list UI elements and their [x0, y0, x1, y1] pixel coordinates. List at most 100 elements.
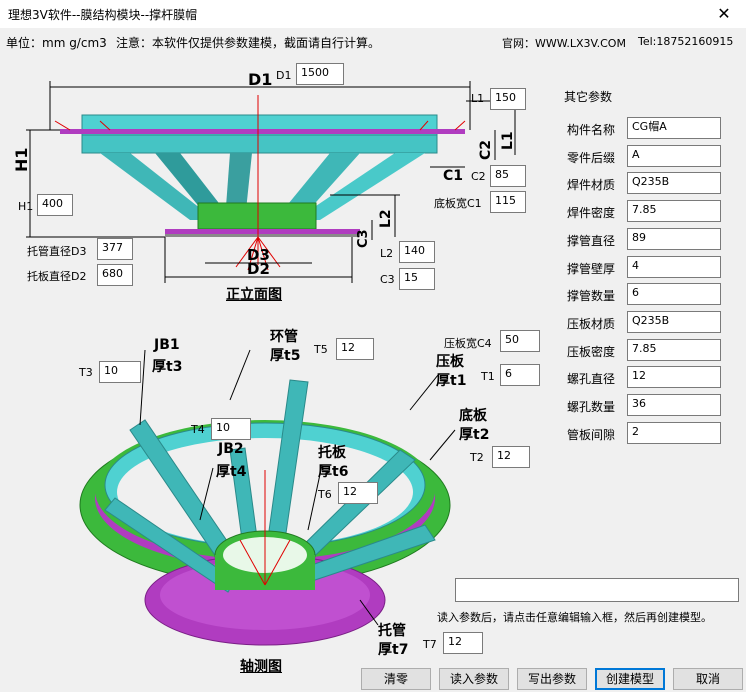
other-param-input[interactable]: 7.85 — [627, 338, 721, 361]
status-hint: 读入参数后，请点击任意编辑输入框，然后再创建模型。 — [437, 611, 712, 624]
param-c4-label: 压板宽C4 — [444, 337, 492, 350]
param-t7-input[interactable]: 12 — [443, 632, 483, 654]
other-param-label: 撑管数量 — [567, 289, 616, 304]
param-l2-input[interactable]: 140 — [399, 241, 435, 263]
param-t2-input[interactable]: 12 — [492, 446, 530, 468]
close-button[interactable]: ✕ — [717, 4, 731, 23]
param-t3-input[interactable]: 10 — [99, 361, 141, 383]
read-params-button[interactable]: 读入参数 — [439, 668, 509, 690]
status-input[interactable] — [455, 578, 739, 602]
callout-press-plate: 压板 — [436, 354, 464, 370]
param-t5-input[interactable]: 12 — [336, 338, 374, 360]
callout-jb2-thickness: 厚t4 — [216, 464, 247, 480]
callout-support-thickness: 厚t6 — [318, 464, 349, 480]
callout-base-thickness: 厚t2 — [459, 427, 490, 443]
param-c2-input[interactable]: 85 — [490, 165, 526, 187]
param-l1-input[interactable]: 150 — [490, 88, 526, 110]
other-param-input[interactable]: 6 — [627, 283, 721, 306]
callout-ring-thickness: 厚t5 — [270, 348, 301, 364]
dim-h1-label: H1 — [12, 147, 31, 172]
callout-tube: 托管 — [378, 623, 406, 639]
other-param-input[interactable]: 36 — [627, 394, 721, 416]
param-l1-label: L1 — [471, 92, 485, 105]
other-param-label: 焊件密度 — [567, 206, 616, 221]
front-view-caption: 正立面图 — [226, 287, 282, 303]
other-param-label: 螺孔数量 — [567, 400, 616, 414]
callout-jb1: JB1 — [154, 337, 180, 353]
param-d1-input[interactable]: 1500 — [296, 63, 344, 85]
callout-jb2: JB2 — [218, 441, 244, 457]
notice-label: 注意：本软件仅提供参数建模，截面请自行计算。 — [116, 36, 381, 50]
other-param-label: 零件后缀 — [567, 150, 616, 165]
other-params-group: 其它参数 — [554, 88, 740, 446]
param-l2-label: L2 — [380, 247, 394, 260]
other-param-label: 压板密度 — [567, 344, 616, 359]
other-param-label: 管板间隙 — [567, 427, 616, 442]
clear-button[interactable]: 清零 — [361, 668, 431, 690]
other-param-input[interactable]: 7.85 — [627, 200, 721, 223]
other-param-input[interactable]: 89 — [627, 227, 721, 250]
other-param-label: 构件名称 — [567, 123, 616, 137]
param-d2-label: 托板直径D2 — [27, 270, 87, 283]
param-t6-label: T6 — [318, 488, 332, 501]
other-param-label: 焊件材质 — [567, 178, 616, 193]
website-label: 官网：WWW.LX3V.COM — [502, 37, 626, 50]
param-c3-label: C3 — [380, 273, 395, 286]
param-d2-input[interactable]: 680 — [97, 264, 133, 286]
other-param-input[interactable]: Q235B — [627, 172, 721, 195]
callout-base-plate: 底板 — [459, 408, 487, 424]
param-c4-input[interactable]: 50 — [500, 330, 540, 352]
param-t1-input[interactable]: 6 — [500, 364, 540, 386]
other-param-input[interactable]: Q235B — [627, 310, 721, 333]
param-t1-label: T1 — [481, 370, 495, 383]
other-param-label: 撑管直径 — [567, 233, 616, 248]
param-d3-input[interactable]: 377 — [97, 238, 133, 260]
dim-l1-label: L1 — [500, 131, 516, 150]
param-h1-label: H1 — [18, 200, 34, 213]
write-params-button[interactable]: 写出参数 — [517, 668, 587, 690]
param-t4-input[interactable]: 10 — [211, 418, 251, 440]
other-param-input[interactable]: 4 — [627, 255, 721, 278]
other-param-label: 螺孔直径 — [567, 372, 616, 387]
dim-l2-label: L2 — [378, 209, 394, 228]
param-t7-label: T7 — [423, 638, 437, 651]
param-c2-label: C2 — [471, 170, 486, 183]
cancel-button[interactable]: 取消 — [673, 668, 743, 690]
param-c1-input[interactable]: 115 — [490, 191, 526, 213]
units-label: 单位：mm g/cm3 — [6, 36, 107, 50]
param-t3-label: T3 — [79, 366, 93, 379]
param-d1-label: D1 — [276, 69, 292, 82]
create-model-button[interactable]: 创建模型 — [595, 668, 665, 690]
title-bar: 理想3V软件--膜结构模块--撑杆膜帽 ✕ — [0, 0, 746, 28]
axo-view-drawing — [79, 349, 456, 646]
dim-d1-label: D1 — [248, 70, 273, 89]
dim-c3-label: C3 — [356, 229, 371, 248]
callout-ring: 环管 — [270, 329, 298, 345]
param-t6-input[interactable]: 12 — [338, 482, 378, 504]
other-param-label: 压板材质 — [567, 316, 616, 331]
callout-jb1-thickness: 厚t3 — [152, 359, 183, 375]
param-c1-label: 底板宽C1 — [434, 197, 482, 210]
dim-c1-label: C1 — [443, 168, 464, 184]
other-param-input[interactable]: 2 — [627, 421, 721, 444]
param-c3-input[interactable]: 15 — [399, 268, 435, 290]
callout-tube-thickness: 厚t7 — [378, 642, 409, 658]
param-t4-label: T4 — [191, 423, 205, 436]
other-param-input[interactable]: CG帽A — [627, 117, 721, 139]
param-d3-label: 托管直径D3 — [27, 245, 87, 258]
other-param-label: 撑管壁厚 — [567, 261, 616, 276]
axo-view-caption: 轴测图 — [240, 659, 282, 675]
param-h1-input[interactable]: 400 — [37, 194, 73, 216]
callout-press-thickness: 厚t1 — [436, 373, 467, 389]
param-t5-label: T5 — [314, 343, 328, 356]
dim-c2-label: C2 — [478, 139, 494, 160]
tel-label: Tel:18752160915 — [638, 35, 734, 48]
dim-d2-label: D2 — [247, 260, 270, 278]
other-params-title: 其它参数 — [564, 88, 613, 105]
param-t2-label: T2 — [470, 451, 484, 464]
front-view-drawing — [26, 81, 520, 283]
other-param-input[interactable]: 12 — [627, 366, 721, 389]
other-param-input[interactable]: A — [627, 144, 721, 167]
window-title: 理想3V软件--膜结构模块--撑杆膜帽 — [8, 8, 198, 22]
